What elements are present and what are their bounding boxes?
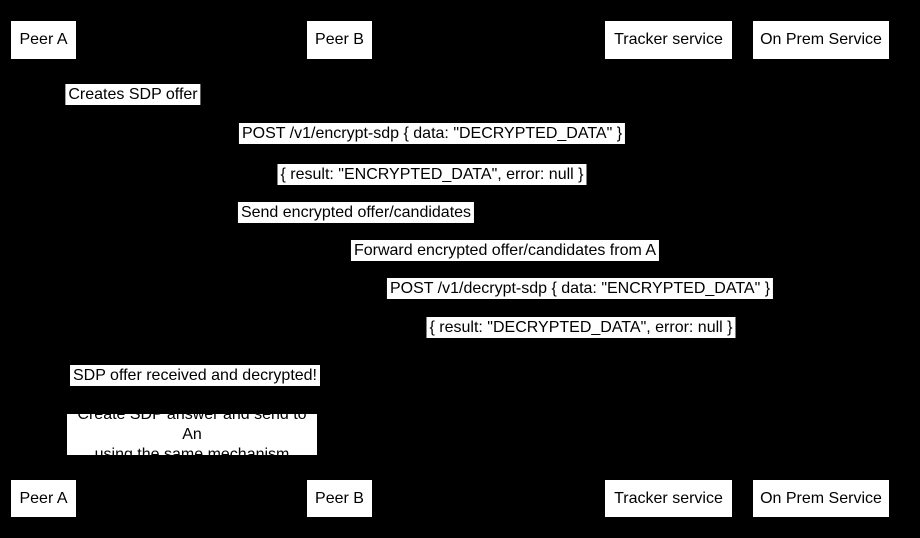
participant-peer-a-top: Peer A — [11, 21, 76, 59]
note-create-sdp-answer: Create SDP answer and send to An using t… — [67, 406, 317, 463]
participant-on-prem-service-bottom: On Prem Service — [753, 480, 889, 517]
participant-tracker-service-top: Tracker service — [605, 21, 732, 59]
message-decrypt-result: { result: "DECRYPTED_DATA", error: null … — [426, 317, 736, 338]
message-send-encrypted-offer: Send encrypted offer/candidates — [237, 202, 475, 223]
message-sdp-offer-received: SDP offer received and decrypted! — [70, 365, 320, 386]
participant-on-prem-service-top: On Prem Service — [753, 21, 889, 59]
participant-peer-a-bottom: Peer A — [11, 480, 76, 517]
participant-peer-b-top: Peer B — [307, 21, 372, 59]
message-post-decrypt-sdp: POST /v1/decrypt-sdp { data: "ENCRYPTED_… — [386, 278, 774, 299]
message-encrypt-result: { result: "ENCRYPTED_DATA", error: null … — [277, 164, 587, 185]
participant-peer-b-bottom: Peer B — [307, 480, 372, 517]
message-post-encrypt-sdp: POST /v1/encrypt-sdp { data: "DECRYPTED_… — [238, 123, 626, 144]
participant-tracker-service-bottom: Tracker service — [605, 480, 732, 517]
message-creates-sdp-offer: Creates SDP offer — [65, 84, 201, 105]
message-forward-encrypted-offer: Forward encrypted offer/candidates from … — [350, 240, 660, 261]
